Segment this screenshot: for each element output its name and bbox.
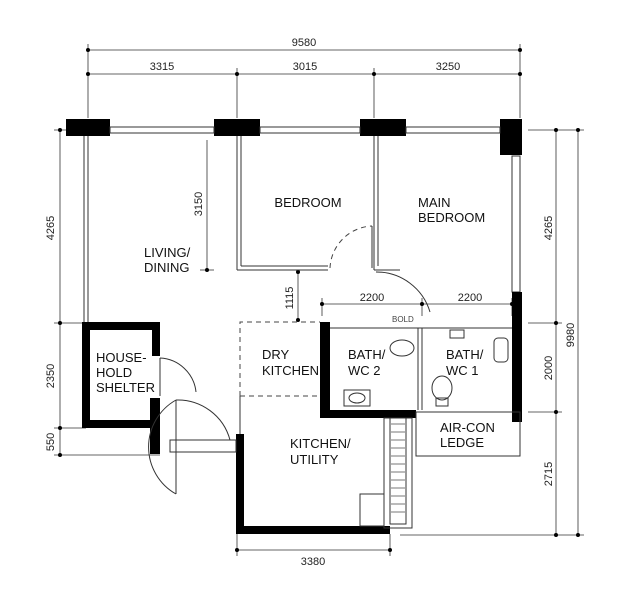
walls xyxy=(66,119,522,534)
dim-bottom-width: 3380 xyxy=(301,556,325,568)
dim-right-seg-1: 4265 xyxy=(543,216,555,240)
dim-right-seg-2: 2000 xyxy=(543,356,555,380)
dim-right-overall: 9980 xyxy=(565,323,577,347)
dim-bedroom-depth: 3150 xyxy=(193,192,205,216)
room-label-bath-wc2: BATH/ WC 2 xyxy=(348,347,389,378)
room-label-kitchen-utility: KITCHEN/ UTILITY xyxy=(290,436,354,467)
room-label-dry-kitchen: DRY KITCHEN xyxy=(262,347,319,378)
dry-kitchen-boundary xyxy=(239,321,320,396)
dim-overall-width: 9580 xyxy=(292,37,316,49)
dim-left-seg-1: 4265 xyxy=(45,216,57,240)
dimension-lines xyxy=(54,44,584,556)
dim-left-seg-3: 550 xyxy=(45,433,57,451)
dim-top-seg-3: 3250 xyxy=(436,61,460,73)
dim-left-seg-2: 2350 xyxy=(45,364,57,388)
ceiling-note: BOLD xyxy=(392,315,414,324)
room-label-bath-wc1: BATH/ WC 1 xyxy=(446,347,487,378)
doors xyxy=(148,225,431,495)
dim-top-seg-1: 3315 xyxy=(150,61,174,73)
dim-corridor-gap: 1115 xyxy=(284,287,296,310)
room-label-bedroom: BEDROOM xyxy=(274,195,341,210)
room-label-aircon-ledge: AIR-CON LEDGE xyxy=(440,420,499,450)
dim-top-seg-2: 3015 xyxy=(293,61,317,73)
room-label-main-bedroom: MAIN BEDROOM xyxy=(418,195,485,225)
room-label-household-shelter: HOUSE- HOLD SHELTER xyxy=(96,350,155,395)
utility-rack xyxy=(391,423,405,513)
fixtures xyxy=(343,329,509,407)
dim-bath2-width: 2200 xyxy=(360,292,384,304)
dimension-ticks xyxy=(58,48,580,552)
dim-right-seg-3: 2715 xyxy=(543,462,555,486)
dim-bath1-width: 2200 xyxy=(458,292,482,304)
room-label-living-dining: LIVING/ DINING xyxy=(144,245,194,275)
